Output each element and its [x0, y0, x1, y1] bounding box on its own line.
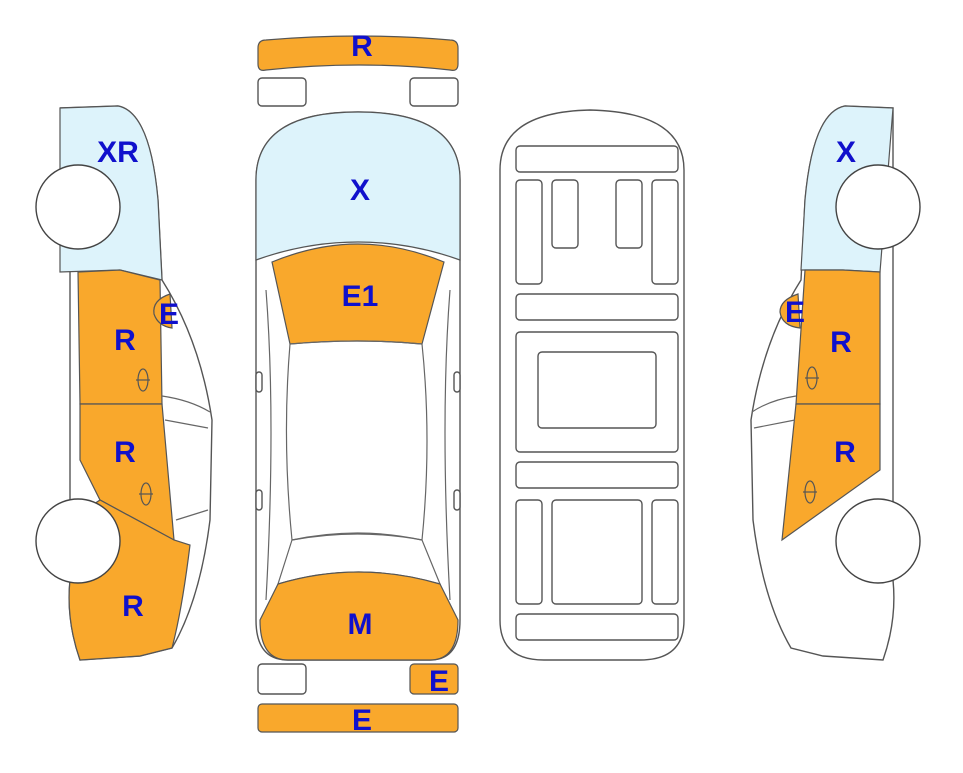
top-view: R X E1 M E E — [255, 30, 461, 737]
left-rear-wheel — [35, 498, 121, 584]
rear-right-light — [409, 663, 459, 695]
right-side-mirror-shape — [779, 293, 801, 329]
body-side-line-right — [444, 289, 451, 601]
top-right-mirror — [453, 371, 461, 393]
underbody-rear-center — [551, 499, 643, 605]
right-side-view: X E R R — [750, 105, 921, 661]
left-side-view: XR E R R R — [35, 105, 213, 661]
right-rear-door-panel — [781, 403, 881, 542]
top-left-mirror-2 — [255, 489, 263, 511]
rear-bumper-panel — [257, 703, 459, 733]
left-side-mirror-shape — [153, 293, 173, 329]
underbody-view — [499, 109, 685, 661]
windshield-label: X — [350, 174, 370, 207]
underbody-engine-left — [551, 179, 579, 249]
left-front-wheel — [35, 164, 121, 250]
left-side-window-line — [161, 395, 211, 413]
front-left-light — [257, 77, 307, 107]
front-bumper-label: R — [351, 30, 373, 63]
left-rear-door-label: R — [114, 436, 136, 469]
right-rear-wheel — [835, 498, 921, 584]
right-side-windshield-label: X — [836, 136, 856, 169]
underbody-rear-right — [651, 499, 679, 605]
right-side-mirror-label: E — [785, 296, 805, 329]
underbody-frame-right — [651, 179, 679, 285]
underbody-engine-right — [615, 179, 643, 249]
top-right-mirror-2 — [453, 489, 461, 511]
left-front-door-handle — [136, 368, 150, 392]
body-side-line-left — [265, 289, 272, 601]
right-rear-door-handle — [803, 480, 817, 504]
left-rear-door-handle — [139, 482, 153, 506]
top-left-mirror — [255, 371, 263, 393]
underbody-front-crossmember — [515, 145, 679, 173]
left-side-windshield-label: XR — [97, 136, 139, 169]
right-front-door-panel — [795, 269, 881, 405]
underbody-front-rail — [515, 293, 679, 321]
trunk-panel — [259, 571, 459, 661]
front-bumper-panel — [257, 35, 459, 71]
left-rear-quarter-label: R — [122, 590, 144, 623]
underbody-rear-rail — [515, 461, 679, 489]
right-front-door-handle — [805, 366, 819, 390]
underbody-frame-left — [515, 179, 543, 285]
front-right-light — [409, 77, 459, 107]
right-side-window-line-2 — [753, 419, 796, 429]
trunk-label: M — [348, 608, 373, 641]
rear-bumper-label: E — [352, 704, 372, 737]
right-front-door-label: R — [830, 326, 852, 359]
right-front-wheel — [835, 164, 921, 250]
left-front-door-label: R — [114, 324, 136, 357]
rear-light-right-label: E — [429, 665, 449, 698]
right-side-window-line — [751, 395, 797, 413]
underbody-rear-left — [515, 499, 543, 605]
underbody-rear-crossmember — [515, 613, 679, 641]
underbody-floor-inner — [537, 351, 657, 429]
hood-label: E1 — [342, 280, 379, 313]
right-rear-door-label: R — [834, 436, 856, 469]
left-side-roof-line — [175, 509, 209, 521]
windshield-panel — [255, 111, 461, 261]
left-side-mirror-label: E — [159, 298, 179, 331]
left-side-window-line-2 — [164, 419, 209, 429]
rear-left-light — [257, 663, 307, 695]
